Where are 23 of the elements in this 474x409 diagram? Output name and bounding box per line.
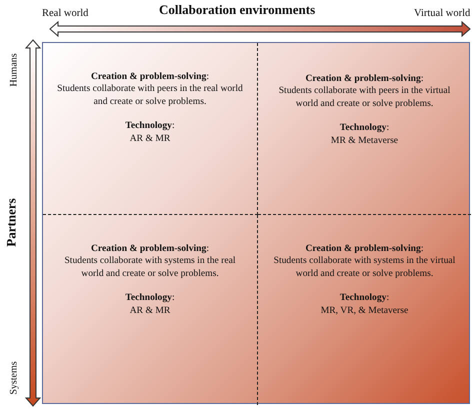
axis-end-label: Real world xyxy=(42,8,88,19)
axis-title: Collaboration environments xyxy=(159,2,316,16)
description-text: Students collaborate with peers in the real world and create or solve problems. xyxy=(56,83,244,108)
matrix-box xyxy=(42,42,470,404)
heading: Creation & problem-solving: xyxy=(306,73,424,86)
axis-end-label: Humans xyxy=(9,53,20,87)
heading: Technology: xyxy=(125,292,175,305)
heading: Creation & problem-solving: xyxy=(91,71,209,84)
description-text: Students collaborate with peers in the virtual world and create or solve problems. xyxy=(278,85,452,110)
heading: Creation & problem-solving: xyxy=(306,243,424,256)
technology-text: MR, VR, & Metaverse xyxy=(320,304,408,318)
technology-text: MR & Metaverse xyxy=(330,134,398,148)
technology-text: AR & MR xyxy=(130,132,170,146)
heading: Technology: xyxy=(340,122,390,135)
description-text: Students collaborate with systems in the real world and create or solve problems. xyxy=(63,255,237,280)
description-text: Students collaborate with systems in the virtual world and create or solve problems. xyxy=(272,255,456,280)
axis-end-label: Virtual world xyxy=(414,8,470,19)
axis-title: Partners xyxy=(4,198,18,246)
heading: Technology: xyxy=(340,292,390,305)
axis-end-label: Systems xyxy=(9,361,20,395)
heading: Technology: xyxy=(125,120,175,133)
heading: Creation & problem-solving: xyxy=(91,243,209,256)
technology-text: AR & MR xyxy=(130,304,170,318)
